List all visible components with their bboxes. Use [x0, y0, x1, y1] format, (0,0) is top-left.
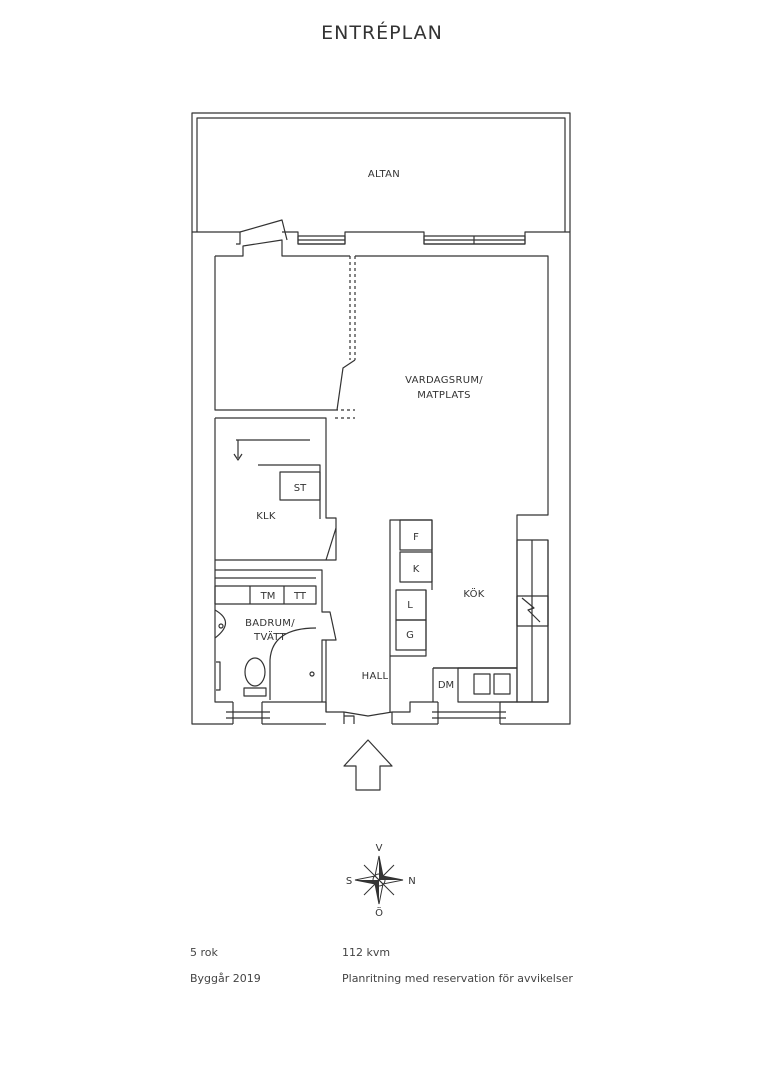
exterior-walls: [191, 231, 571, 725]
label-k: K: [413, 564, 420, 575]
footer-disclaimer: Planritning med reservation för avvikels…: [342, 972, 573, 985]
footer-rooms: 5 rok: [190, 946, 218, 959]
klk-room: [215, 417, 337, 561]
compass-west: V: [376, 843, 383, 854]
label-st: ST: [294, 483, 307, 494]
label-kok: KÖK: [463, 587, 484, 600]
label-tt: TT: [293, 591, 307, 602]
altan-area: [191, 112, 571, 232]
kitchen-counter: [432, 539, 549, 703]
label-hall: HALL: [362, 671, 389, 682]
label-matplats: MATPLATS: [417, 390, 471, 401]
entrance-arrow-icon: [343, 739, 393, 791]
label-tvatt: TVÄTT: [253, 630, 287, 643]
label-vardagsrum: VARDAGSRUM/: [405, 375, 483, 386]
label-klk: KLK: [256, 511, 276, 522]
folding-wall: [336, 359, 356, 411]
label-dm: DM: [438, 680, 454, 691]
label-g: G: [406, 630, 414, 641]
compass-south: S: [346, 876, 352, 887]
dashed-opening: [335, 256, 356, 419]
footer-year: Byggår 2019: [190, 972, 261, 985]
footer-area: 112 kvm: [342, 946, 391, 959]
bathroom: [214, 569, 337, 702]
entrance-door: [343, 711, 393, 724]
compass-north: N: [408, 876, 415, 887]
compass-east: Ö: [375, 906, 383, 919]
plan-title: ENTRÉPLAN: [321, 22, 443, 44]
window-bottom-left: [226, 702, 270, 724]
kitchen-island: [389, 519, 433, 712]
label-altan: ALTAN: [368, 169, 400, 180]
window-top-right: [423, 235, 526, 245]
label-f: F: [413, 532, 419, 543]
label-badrum: BADRUM/: [245, 618, 295, 629]
window-bottom-right: [432, 702, 506, 724]
label-l: L: [407, 600, 413, 611]
compass-rose-icon: [354, 855, 404, 905]
balcony-door: [239, 219, 288, 241]
label-tm: TM: [260, 591, 276, 602]
window-top-left: [297, 235, 346, 245]
